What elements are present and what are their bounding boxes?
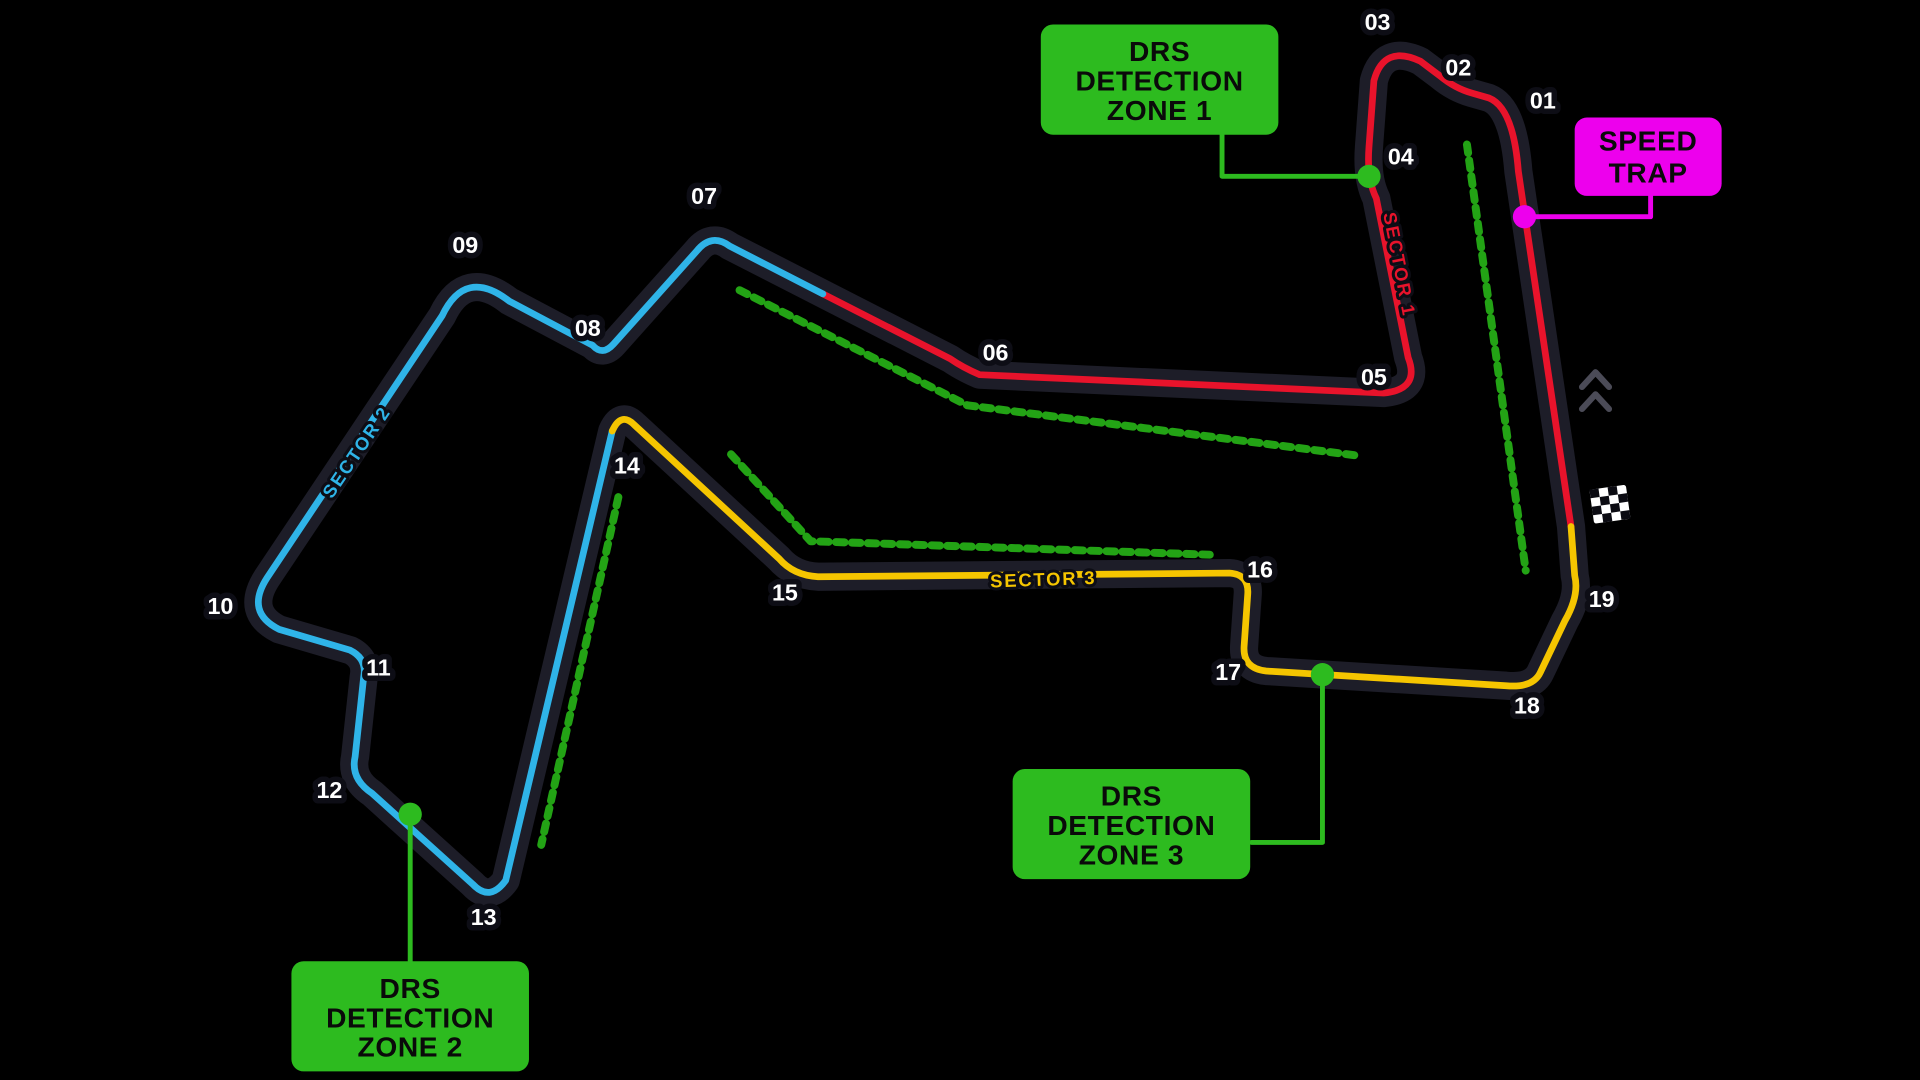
turn-label-06: 06: [983, 340, 1009, 366]
drs3-connector: [1248, 672, 1325, 845]
turn-label-01: 01: [1530, 87, 1556, 113]
turn-label-04: 04: [1388, 144, 1414, 170]
drs2-detection-dot: [398, 802, 422, 826]
sector-3-label: SECTOR 3: [990, 567, 1097, 592]
drs-zone-2-box: DRS DETECTION ZONE 2: [291, 961, 529, 1072]
turn-labels: 01 02 03 04 05 06 07 08 09 10 11 12 13 1…: [202, 4, 1620, 936]
drs-zone-1-line2: DETECTION: [1075, 66, 1243, 97]
speed-trap-rect: [1574, 117, 1722, 196]
speed-trap-line2: TRAP: [1609, 157, 1688, 188]
sector-2-label: SECTOR 2: [318, 402, 395, 502]
drs1-detection-dot: [1357, 164, 1381, 188]
turn-label-19: 19: [1589, 586, 1615, 612]
drs-dash-middle: [727, 450, 1214, 559]
flag-squares: [1589, 485, 1631, 523]
drs-zone-3-line1: DRS: [1101, 781, 1162, 812]
speed-trap-connector: [1522, 193, 1654, 220]
turn-label-08: 08: [575, 315, 601, 341]
turn-label-15: 15: [772, 580, 798, 606]
turn-label-13: 13: [471, 904, 497, 930]
drs-zone-1-line1: DRS: [1129, 36, 1190, 67]
speed-trap-dot: [1512, 205, 1537, 229]
drs-zone-1-line3: ZONE 1: [1107, 95, 1212, 126]
turn-label-11: 11: [366, 654, 391, 680]
drs-zone-2-line2: DETECTION: [326, 1002, 494, 1033]
turn-label-07: 07: [691, 183, 717, 209]
drs-zone-2-line1: DRS: [380, 973, 441, 1004]
drs-zone-2-line3: ZONE 2: [358, 1032, 463, 1063]
turn-label-03: 03: [1365, 9, 1391, 35]
drs3-detection-dot: [1310, 663, 1335, 687]
sector-3-line: [608, 416, 1580, 690]
direction-chevrons-icon: [1578, 369, 1613, 413]
sector-1-line: [819, 52, 1575, 530]
turn-label-16: 16: [1247, 556, 1273, 582]
drs-zone-dashes: [537, 140, 1530, 849]
turn-label-05: 05: [1361, 364, 1387, 390]
drs-dash-upper: [735, 286, 1361, 460]
turn-label-12: 12: [316, 777, 342, 803]
drs-dash-left: [537, 493, 623, 849]
speed-trap-box: SPEED TRAP: [1574, 117, 1722, 196]
drs-zone-3-box: DRS DETECTION ZONE 3: [1012, 768, 1251, 880]
drs-zone-3-line3: ZONE 3: [1079, 839, 1184, 870]
drs-zone-2-rect: [291, 961, 529, 1072]
checkered-flag-icon: [1589, 485, 1631, 524]
turn-label-17: 17: [1215, 659, 1241, 685]
speed-trap-line1: SPEED: [1599, 126, 1698, 157]
turn-label-02: 02: [1445, 54, 1471, 80]
turn-label-10: 10: [207, 593, 233, 619]
drs1-connector: [1219, 132, 1362, 179]
drs-zone-3-line2: DETECTION: [1047, 810, 1215, 841]
chevron-up-icon: [1578, 391, 1613, 413]
drs-zone-1-rect: [1040, 24, 1279, 135]
drs-zone-1-box: DRS DETECTION ZONE 1: [1040, 24, 1279, 135]
turn-label-09: 09: [452, 232, 478, 258]
drs-zone-3-rect: [1012, 768, 1251, 880]
sector-2-line: [255, 237, 827, 896]
chevron-up-icon: [1578, 369, 1613, 390]
drs-dash-right: [1462, 140, 1530, 575]
turn-label-18: 18: [1514, 692, 1540, 718]
turn-label-14: 14: [614, 452, 640, 478]
